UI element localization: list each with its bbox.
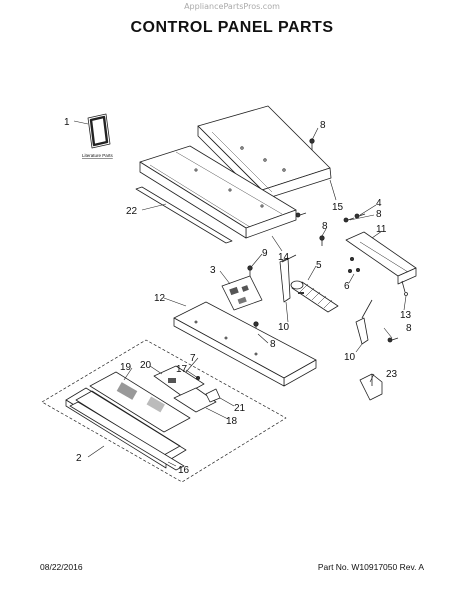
part-5-fan <box>290 280 339 313</box>
callout-18: 18 <box>226 416 238 427</box>
callout-15: 15 <box>332 202 344 213</box>
footer-part-info: Part No. W10917050 Rev. A <box>317 562 424 572</box>
callout-9: 9 <box>262 248 268 259</box>
callout-8-d: 8 <box>270 339 276 350</box>
assembly-box <box>41 339 287 483</box>
part-23-bracket <box>359 373 383 401</box>
callout-6: 6 <box>344 281 350 292</box>
callouts: 1 8 15 22 14 4 8 8 11 9 5 3 6 12 10 13 8… <box>64 117 412 476</box>
callout-20: 20 <box>140 360 152 371</box>
callout-13: 13 <box>400 310 412 321</box>
part-20-board <box>153 365 205 397</box>
literature-label: Literature Parts <box>82 153 114 158</box>
callout-8-e: 8 <box>406 323 412 334</box>
callout-16: 16 <box>178 465 190 476</box>
callout-22: 22 <box>126 206 138 217</box>
callout-2: 2 <box>76 453 82 464</box>
part-19-board <box>89 371 191 433</box>
watermark: AppliancePartsPros.com <box>184 2 280 11</box>
part-22-trim <box>135 186 233 244</box>
callout-8-top: 8 <box>320 120 326 131</box>
part-1-literature: Literature Parts <box>82 113 114 158</box>
footer-date: 08/22/2016 <box>40 562 83 572</box>
callout-14: 14 <box>278 252 290 263</box>
callout-10-left: 10 <box>278 322 290 333</box>
callout-21: 21 <box>234 403 246 414</box>
screws <box>247 138 399 343</box>
part-16-trim <box>69 401 185 471</box>
callout-10-right: 10 <box>344 352 356 363</box>
part-10-bracket-left <box>279 254 297 303</box>
part-14-console <box>139 145 297 239</box>
callout-11: 11 <box>376 224 387 235</box>
callout-1: 1 <box>64 117 70 128</box>
page-title: CONTROL PANEL PARTS <box>130 19 334 36</box>
callout-4: 4 <box>376 198 382 209</box>
callout-12: 12 <box>154 293 166 304</box>
leader-lines <box>73 120 407 467</box>
callout-3: 3 <box>210 265 216 276</box>
callout-19: 19 <box>120 362 132 373</box>
callout-8-b: 8 <box>376 209 382 220</box>
part-3-board <box>221 275 263 311</box>
part-10-bracket-right <box>355 299 373 345</box>
callout-17: 17 <box>176 364 188 375</box>
part-12-plate <box>173 301 317 387</box>
callout-23: 23 <box>386 369 398 380</box>
part-11-bracket <box>345 231 417 296</box>
callout-8-c: 8 <box>322 221 328 232</box>
callout-7: 7 <box>190 353 196 364</box>
callout-5: 5 <box>316 260 322 271</box>
part-18-board <box>173 387 217 413</box>
